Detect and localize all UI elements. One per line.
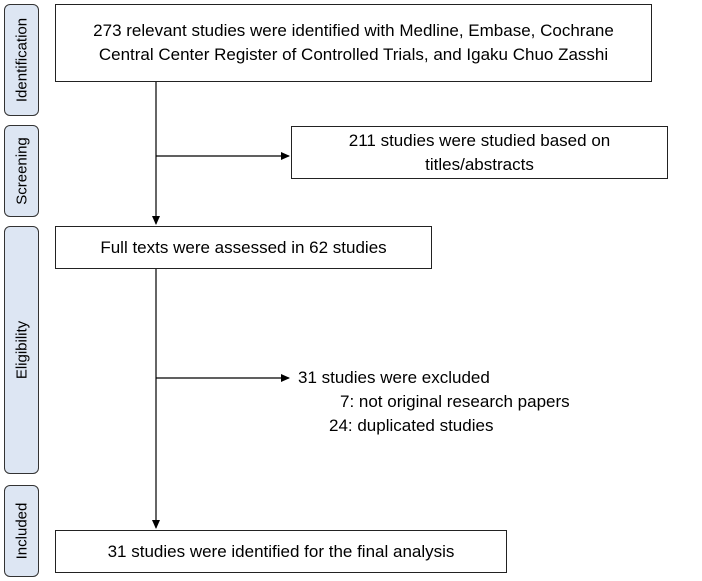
phase-included: Included: [4, 485, 39, 577]
full-text-text: Full texts were assessed in 62 studies: [100, 237, 387, 257]
excluded-reason: 7: not original research papers: [340, 392, 570, 411]
full-text-box: Full texts were assessed in 62 studies: [55, 226, 432, 269]
excluded-title: 31 studies were excluded: [298, 368, 490, 387]
phase-eligibility-label: Eligibility: [13, 320, 30, 380]
phase-included-label: Included: [13, 502, 30, 560]
identified-box: 273 relevant studies were identified wit…: [55, 4, 652, 82]
excluded-reason: 24: duplicated studies: [329, 416, 494, 435]
phase-screening-label: Screening: [13, 137, 30, 205]
screened-box: 211 studies were studied based on titles…: [291, 126, 668, 179]
final-box: 31 studies were identified for the final…: [55, 530, 507, 573]
final-text: 31 studies were identified for the final…: [107, 541, 455, 561]
phase-screening: Screening: [4, 125, 39, 217]
phase-identification-label: Identification: [13, 17, 30, 103]
identified-text: 273 relevant studies were identified wit…: [93, 21, 614, 64]
screened-text: 211 studies were studied based on titles…: [348, 130, 611, 174]
phase-eligibility: Eligibility: [4, 226, 39, 474]
phase-identification: Identification: [4, 4, 39, 116]
